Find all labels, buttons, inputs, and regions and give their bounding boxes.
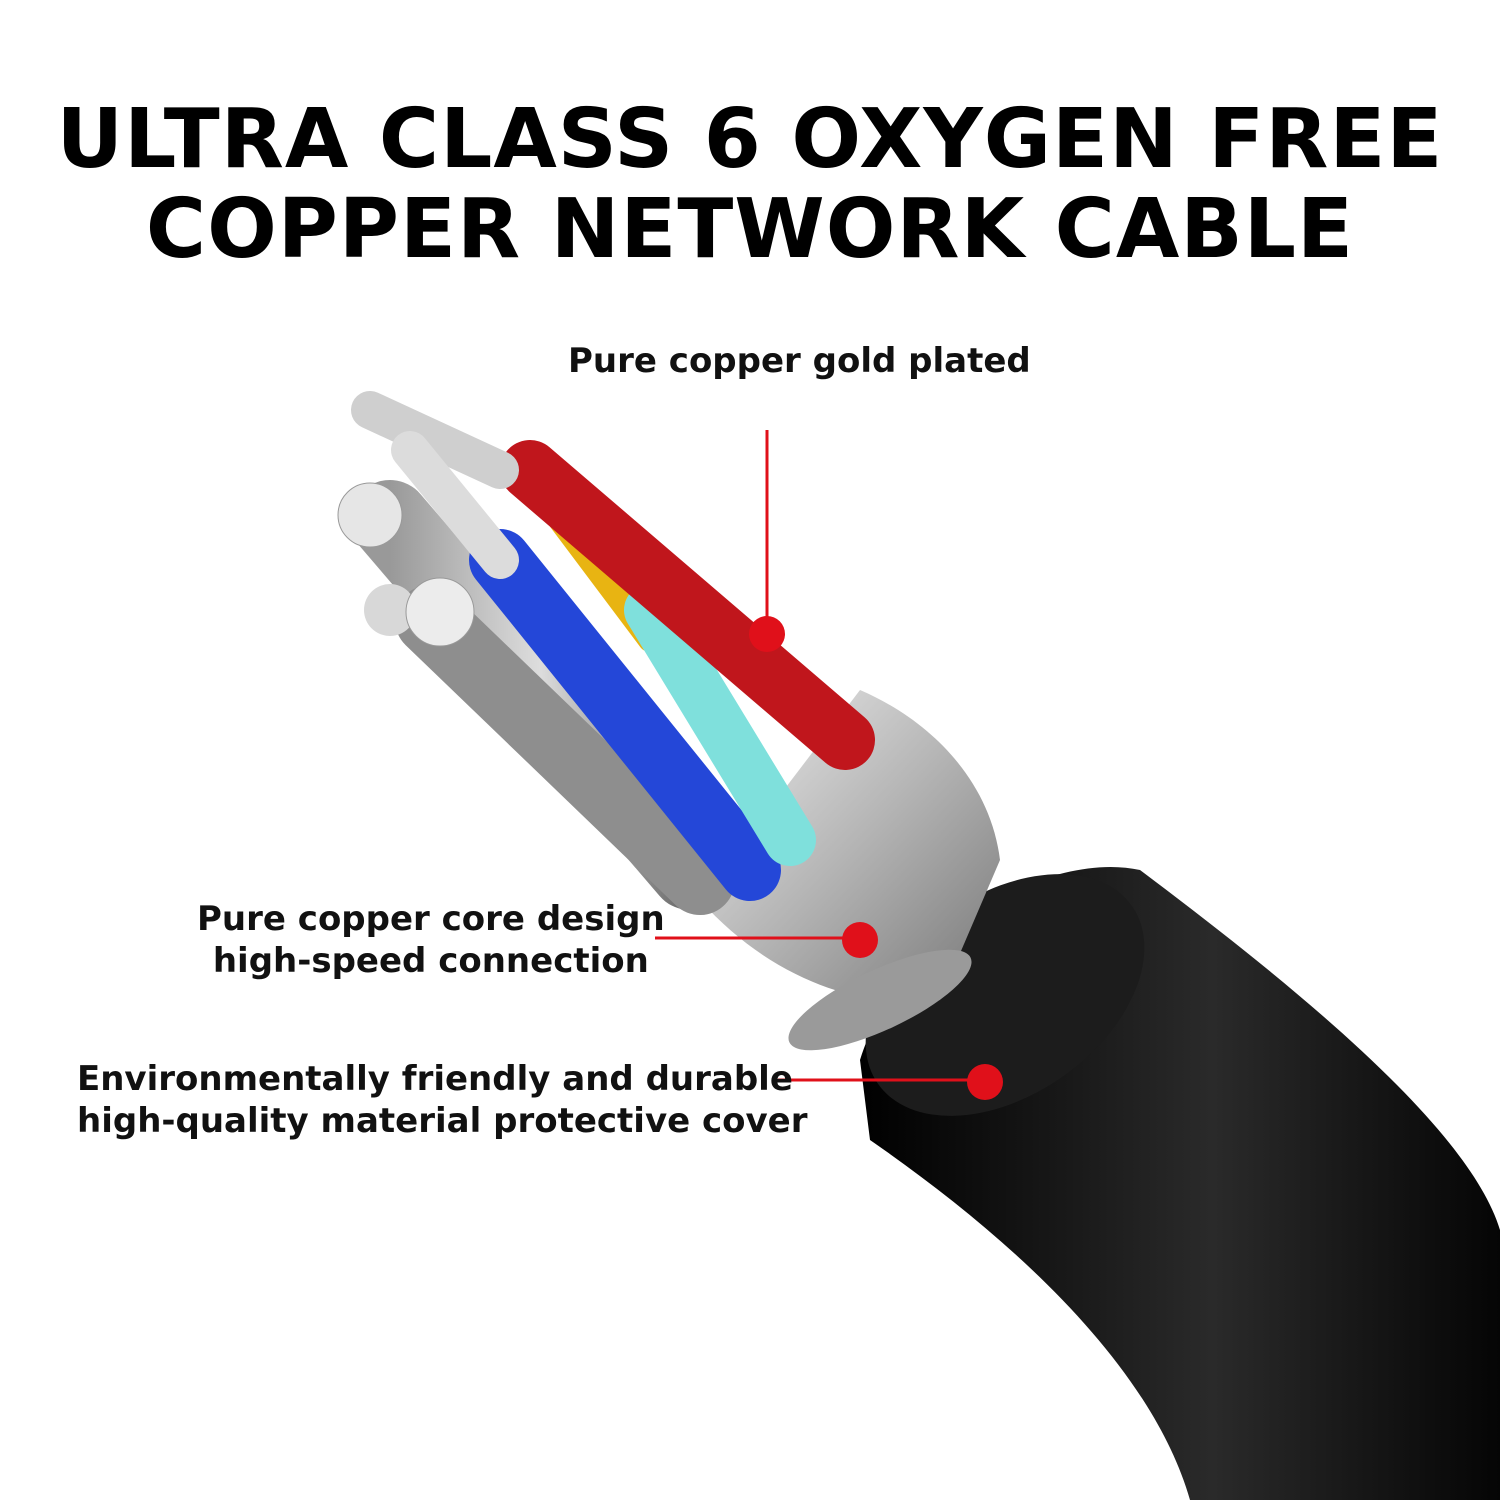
foil-shield xyxy=(700,690,1000,1003)
callout-text: Pure copper core design xyxy=(197,899,665,939)
callout-label-2: Pure copper core design high-speed conne… xyxy=(197,898,665,982)
callout-dot-3 xyxy=(967,1064,1003,1100)
callout-dot-1 xyxy=(749,616,785,652)
callout-text: high-quality material protective cover xyxy=(77,1101,808,1141)
callout-text: high-speed connection xyxy=(212,941,649,981)
title-line-1: ULTRA CLASS 6 OXYGEN FREE xyxy=(56,92,1444,187)
callout-label-1: Pure copper gold plated xyxy=(568,340,1031,382)
callout-text: Pure copper gold plated xyxy=(568,341,1031,381)
title-line-2: COPPER NETWORK CABLE xyxy=(145,182,1355,277)
callout-text: Environmentally friendly and durable xyxy=(77,1059,793,1099)
callout-dot-2 xyxy=(842,922,878,958)
callout-label-3: Environmentally friendly and durable hig… xyxy=(77,1058,808,1142)
